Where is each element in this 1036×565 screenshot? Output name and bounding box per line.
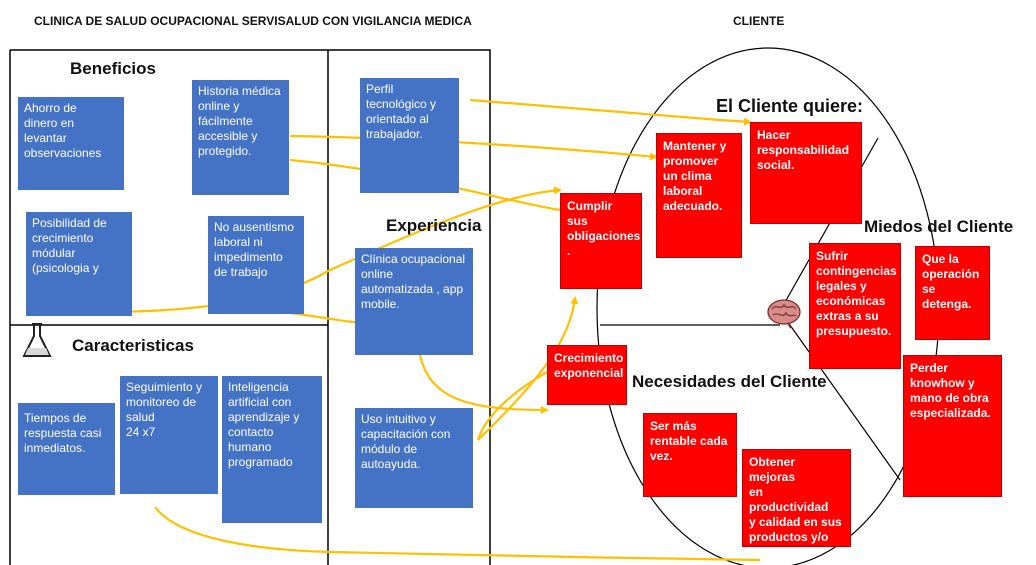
caracteristica-card: Inteligencia artificial con aprendizaje … [222, 376, 322, 523]
miedos-heading: Miedos del Cliente [864, 217, 1014, 236]
beneficio-card: Posibilidad de crecimiento módular (psic… [26, 212, 132, 316]
experiencia-card: Perfil tecnológico y orientado al trabaj… [360, 78, 459, 193]
beneficio-card: Historia médica online y fácilmente acce… [192, 80, 289, 195]
caracteristicas-heading: Caracteristicas [72, 336, 194, 355]
caracteristica-card: Seguimiento y monitoreo de salud 24 x7 [120, 376, 218, 494]
miedo-card: Perder knowhow y mano de obra especializ… [903, 355, 1002, 497]
product-title: CLINICA DE SALUD OCUPACIONAL SERVISALUD … [34, 14, 472, 28]
miedo-card: Que la operación se detenga. [915, 246, 990, 340]
flask-icon [20, 322, 54, 360]
beneficios-heading: Beneficios [70, 59, 156, 78]
brain-icon [766, 297, 802, 329]
experiencia-card: Uso intuitivo y capacitación con módulo … [355, 408, 473, 508]
cliente-quiere-card: Hacer responsabilidad social. [750, 122, 862, 224]
necesidades-heading: Necesidades del Cliente [632, 372, 827, 391]
cliente-quiere-heading: El Cliente quiere: [716, 96, 864, 116]
necesidad-card: Ser más rentable cada vez. [643, 413, 737, 497]
cliente-quiere-card: Cumplir sus obligaciones . [560, 193, 642, 289]
caracteristica-card: Tiempos de respuesta casi inmediatos. [18, 403, 115, 495]
necesidad-card: Obtener mejoras en productividad y calid… [742, 449, 851, 547]
experiencia-card: Clínica ocupacional online automatizada … [355, 248, 473, 355]
cliente-quiere-card: Mantener y promover un clima laboral ade… [656, 133, 742, 258]
beneficio-card: Ahorro de dinero en levantar observacion… [18, 97, 124, 190]
client-title: CLIENTE [733, 14, 785, 28]
miedo-card: Sufrir contingencias legales y económica… [809, 243, 901, 369]
necesidad-card: Crecimiento exponencial [547, 345, 627, 405]
beneficio-card: No ausentismo laboral ni impedimento de … [208, 216, 304, 314]
experiencia-heading: Experiencia [386, 216, 482, 235]
